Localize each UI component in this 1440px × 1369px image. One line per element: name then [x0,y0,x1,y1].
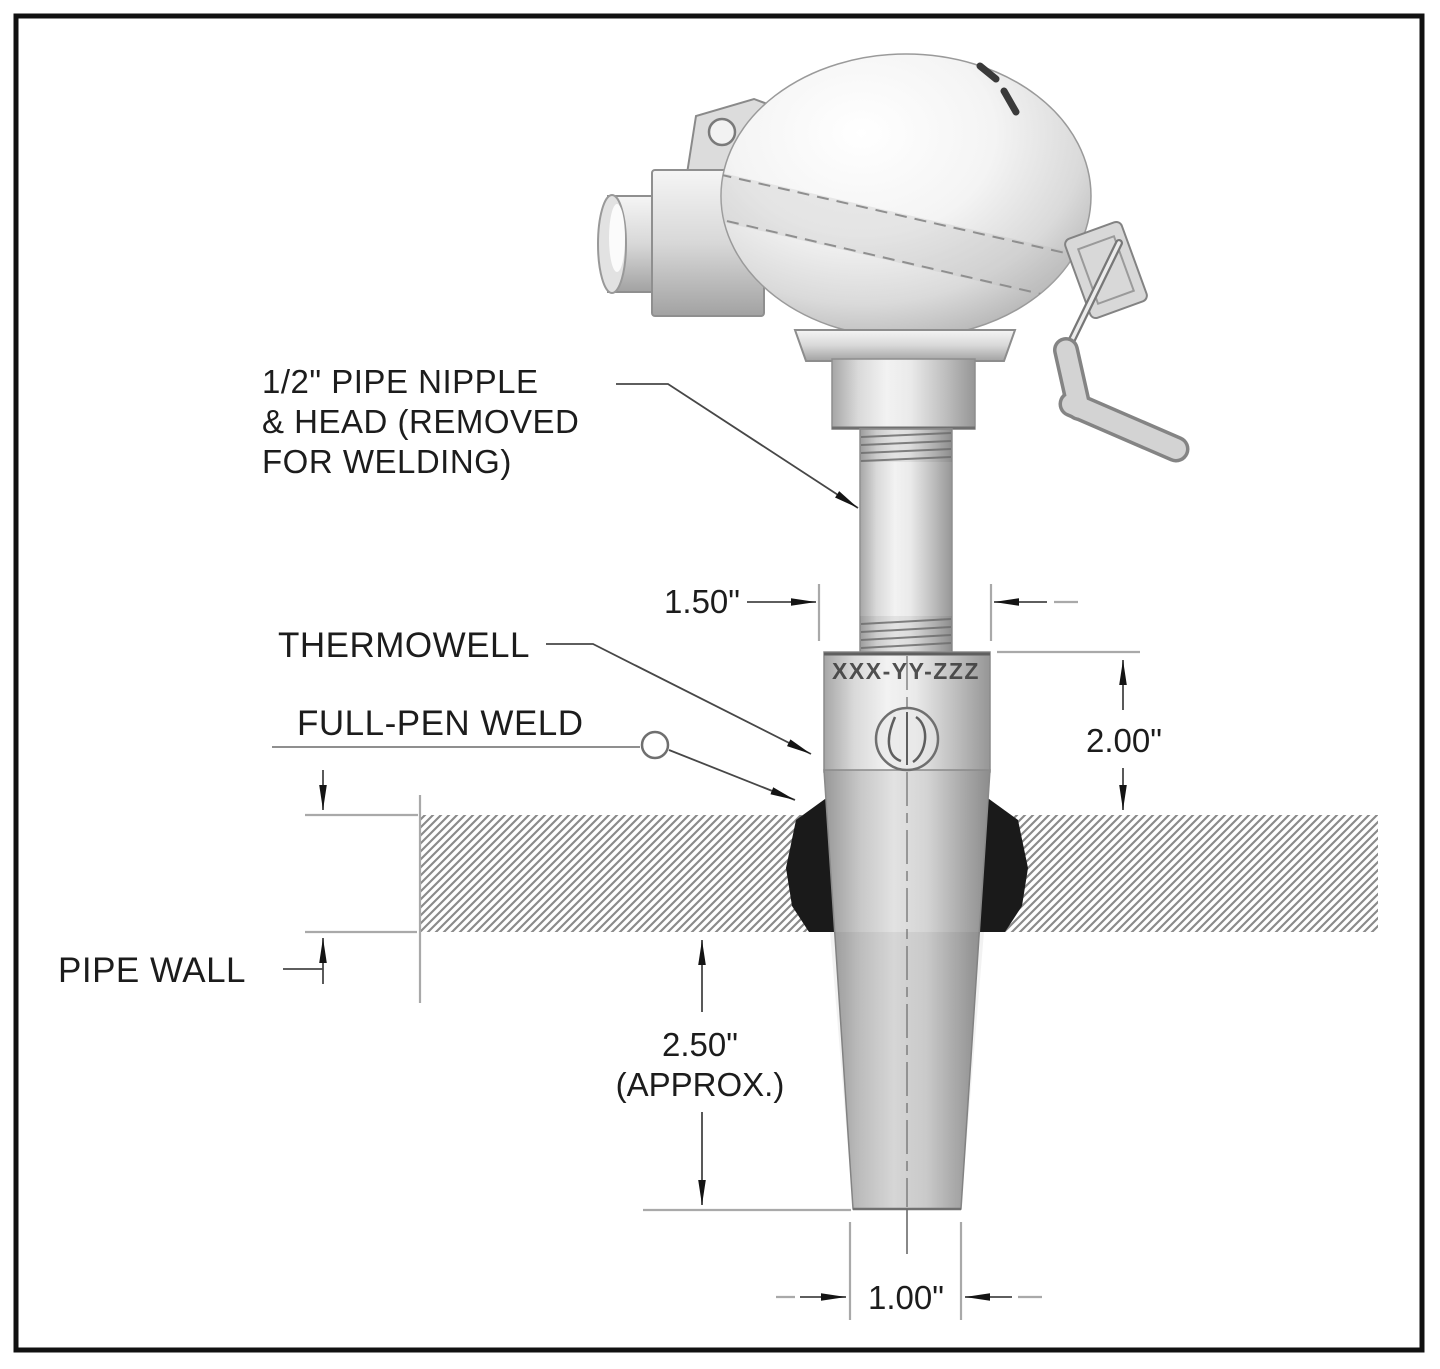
pipe-nipple-leader [616,383,859,509]
thermowell-assembly: XXX-YY-ZZZ [597,53,1190,1254]
svg-text:1/2" PIPE NIPPLE: 1/2" PIPE NIPPLE [262,363,539,400]
annotation-thermowell: THERMOWELL [278,626,812,755]
svg-text:& HEAD (REMOVED: & HEAD (REMOVED [262,403,579,440]
nipple-threads-bottom [860,618,952,649]
svg-text:1.50": 1.50" [664,583,740,620]
pipe-nipple [859,428,953,654]
svg-text:FOR WELDING): FOR WELDING) [262,443,512,480]
head-collar [793,329,1017,362]
svg-text:2.00": 2.00" [1086,722,1162,759]
svg-text:1.00": 1.00" [868,1279,944,1316]
dimension-2-00: 2.00" [997,650,1162,810]
manufacturer-logo [874,706,940,772]
svg-text:PIPE WALL: PIPE WALL [58,951,246,990]
thermowell-leader [546,643,812,755]
svg-text:FULL-PEN WELD: FULL-PEN WELD [297,704,584,743]
weld-leader [668,749,796,801]
annotation-pipe-nipple: 1/2" PIPE NIPPLE & HEAD (REMOVED FOR WEL… [262,363,859,509]
dimension-1-00: 1.00" [776,1222,1042,1320]
annotation-full-pen-weld: FULL-PEN WELD [272,704,796,801]
dimension-1-50: 1.50" [664,583,1078,641]
hinge-pin-hole [707,117,737,147]
annotation-pipe-wall: PIPE WALL [58,770,422,1003]
cover-seam-band [721,168,1091,306]
svg-text:THERMOWELL: THERMOWELL [278,626,530,665]
svg-text:2.50": 2.50" [662,1026,738,1063]
nipple-threads-top [860,432,952,462]
dimension-2-50: 2.50" (APPROX.) [616,940,851,1212]
latch-lever [1053,337,1190,463]
part-marking: XXX-YY-ZZZ [832,658,980,684]
weld-callout-balloon [640,730,670,760]
cover-clamp [1053,220,1190,463]
thermowell-body: XXX-YY-ZZZ [823,651,991,1254]
svg-text:(APPROX.): (APPROX.) [616,1066,785,1103]
head-base [831,358,976,430]
dome-emboss-marks [976,62,1020,116]
